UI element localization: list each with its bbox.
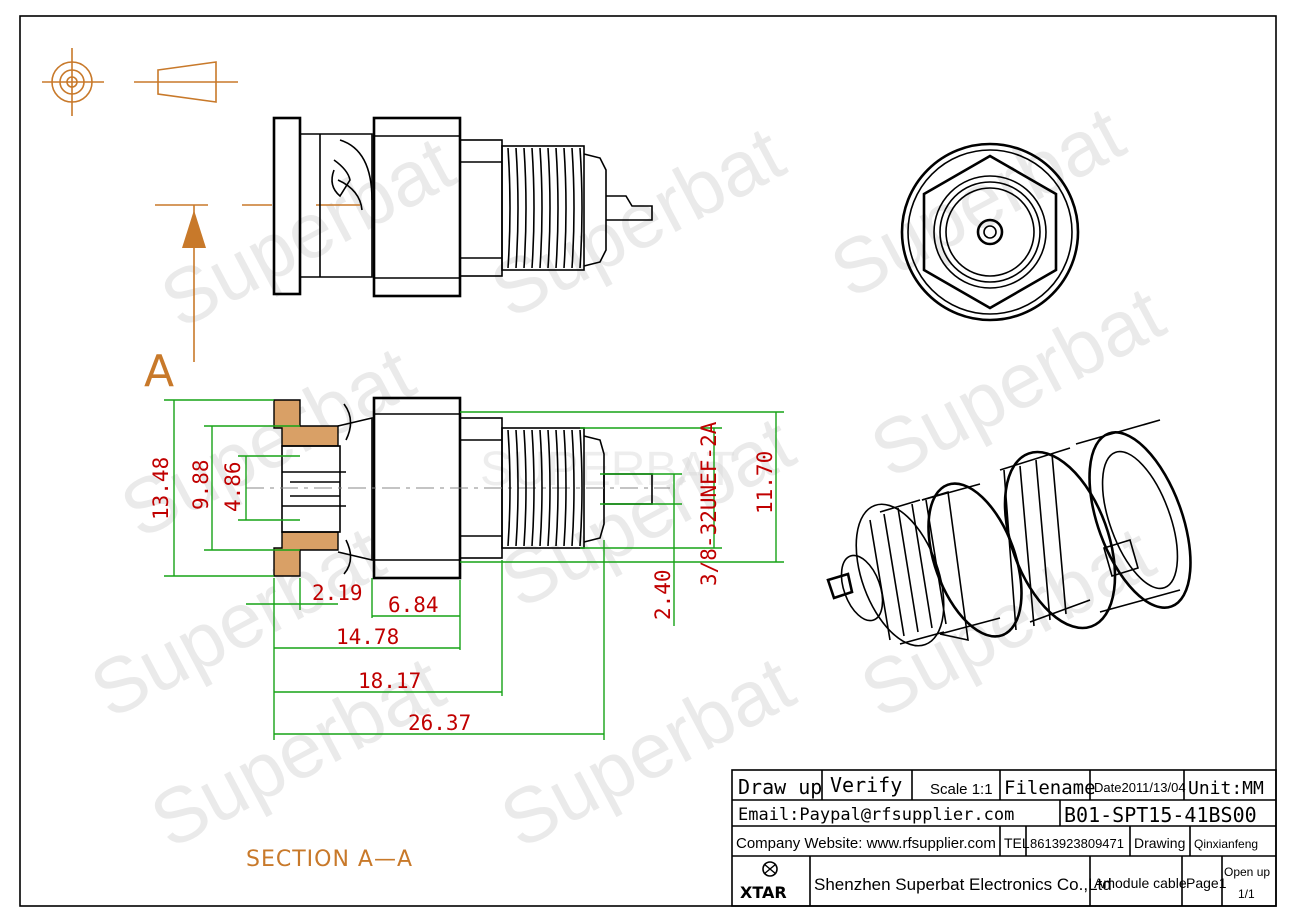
watermark: Superbat: [477, 109, 798, 335]
section-view: [246, 396, 670, 580]
dim-thread: 3/8-32UNEF-2A: [697, 421, 721, 586]
thread-ridge: [515, 147, 519, 269]
thread-ridge: [571, 147, 575, 269]
projection-symbol: [42, 48, 238, 116]
side-view-thread: [507, 147, 583, 269]
isometric-view: [826, 419, 1192, 647]
logo-text: XTAR: [740, 883, 787, 902]
thread-ridge: [507, 147, 511, 269]
tb-open-up: Open up: [1224, 865, 1270, 879]
thread-ridge: [523, 429, 527, 547]
thread-ridge: [579, 147, 583, 269]
tb-drawing-label: Drawing: [1134, 835, 1185, 851]
thread-ridge: [547, 429, 551, 547]
dim-11-70: 11.70: [753, 451, 777, 514]
tb-draw-up: Draw up: [738, 775, 822, 799]
section-view-thread: [507, 429, 583, 547]
front-view: [900, 142, 1080, 322]
tb-part-no: B01-SPT15-41BS00: [1064, 803, 1257, 827]
side-view: [272, 116, 653, 298]
tb-product: Amodule cable: [1094, 875, 1187, 891]
dim-26-37: 26.37: [408, 711, 471, 735]
dim-13-48: 13.48: [149, 457, 173, 520]
tb-open-up-count: 1/1: [1238, 887, 1255, 901]
thread-ridge: [507, 429, 511, 547]
thread-ridge: [547, 147, 551, 269]
thread-ridge: [571, 429, 575, 547]
thread-ridge: [563, 147, 567, 269]
thread-ridge: [523, 147, 527, 269]
tb-filename: Filename: [1004, 777, 1096, 799]
thread-ridge: [555, 147, 559, 269]
sheet-border: [19, 15, 1277, 907]
tb-tel: 8613923809471: [1030, 836, 1124, 851]
dim-4-86: 4.86: [221, 461, 245, 512]
tb-email: Email:Paypal@rfsupplier.com: [738, 805, 1014, 825]
tb-verify: Verify: [830, 773, 902, 797]
thread-ridge: [531, 429, 535, 547]
thread-ridge: [531, 147, 535, 269]
dim-9-88: 9.88: [189, 459, 213, 510]
thread-ridge: [555, 429, 559, 547]
tb-scale: Scale 1:1: [930, 781, 993, 798]
xtar-logo: XTAR: [740, 861, 787, 902]
thread-ridge: [539, 429, 543, 547]
dim-2-40: 2.40: [651, 569, 675, 620]
dim-2-19: 2.19: [312, 581, 363, 605]
tb-page: Page1: [1186, 875, 1227, 891]
section-marker: A: [144, 346, 174, 397]
tb-tel-label: TEL: [1004, 835, 1030, 851]
thread-ridge: [579, 429, 583, 547]
watermark: Superbat: [487, 639, 808, 865]
watermark-center: SUPERBAT: [480, 443, 735, 496]
tb-date: Date2011/13/04: [1094, 780, 1186, 795]
dim-18-17: 18.17: [358, 669, 421, 693]
section-arrow: A: [144, 204, 360, 397]
dimension-labels: 13.48 9.88 4.86 2.19 6.84 14.78 18.17 26…: [149, 421, 777, 735]
tb-website: Company Website: www.rfsupplier.com: [736, 835, 996, 852]
dim-14-78: 14.78: [336, 625, 399, 649]
dimension-lines: [164, 399, 784, 740]
tb-unit: Unit:MM: [1188, 778, 1264, 799]
tb-drawer: Qinxianfeng: [1194, 837, 1258, 851]
tb-company: Shenzhen Superbat Electronics Co.,Ltd: [814, 875, 1112, 894]
thread-ridge: [515, 429, 519, 547]
title-block: Draw up Verify Scale 1:1 Filename Date20…: [731, 769, 1277, 907]
thread-ridge: [563, 429, 567, 547]
section-label: SECTION A—A: [246, 847, 413, 872]
thread-ridge: [539, 147, 543, 269]
dim-6-84: 6.84: [388, 593, 439, 617]
